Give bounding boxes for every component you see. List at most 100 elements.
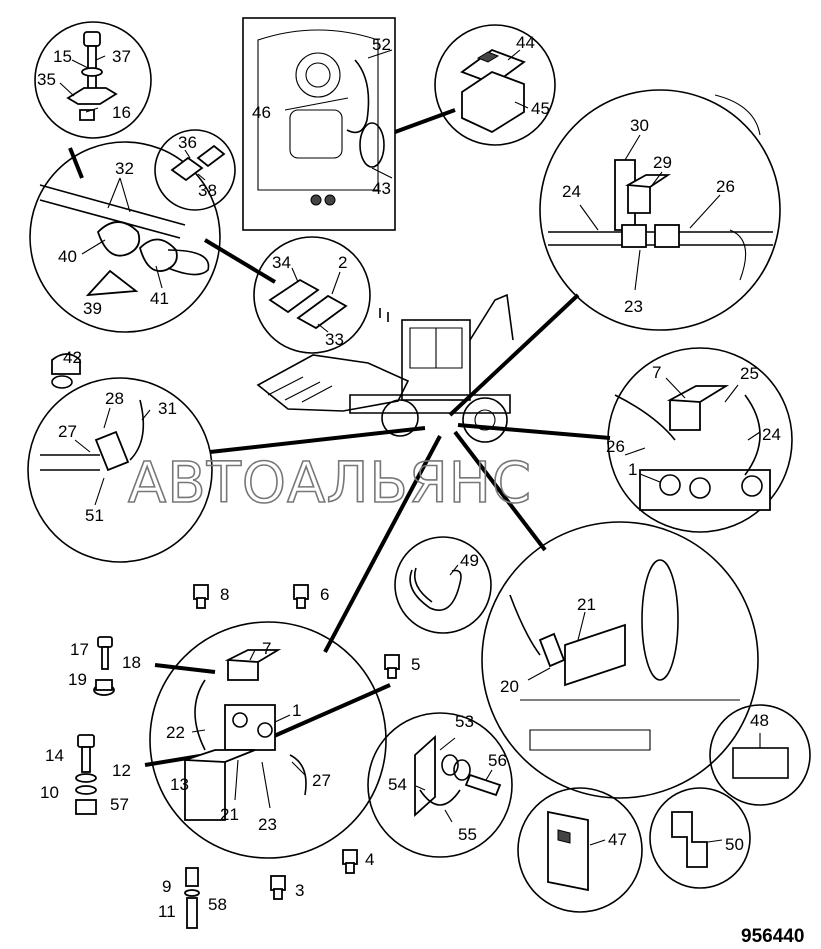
callout-54: 54 <box>388 775 407 794</box>
callout-27: 27 <box>58 422 77 441</box>
cab-interior-panel <box>242 17 396 231</box>
adapter-icon <box>170 156 204 182</box>
callout-1: 1 <box>628 460 637 479</box>
callout-35: 35 <box>37 70 56 89</box>
callout-12: 12 <box>112 761 131 780</box>
callout-2: 2 <box>338 253 347 272</box>
callout-7b: 7 <box>262 639 271 658</box>
callout-47: 47 <box>608 830 627 849</box>
callout-58: 58 <box>208 895 227 914</box>
callout-14: 14 <box>45 746 64 765</box>
mounting-bracket-detail <box>649 787 751 889</box>
callout-7: 7 <box>652 363 661 382</box>
leader-lines <box>68 108 611 767</box>
hose-icon <box>96 221 141 257</box>
callout-49: 49 <box>460 551 479 570</box>
switch-detail <box>434 24 556 146</box>
nut-icon <box>75 799 97 815</box>
callout-41: 41 <box>150 289 169 308</box>
callout-45: 45 <box>531 99 550 118</box>
adapter-icon <box>293 584 309 609</box>
callout-57: 57 <box>110 795 129 814</box>
callout-44: 44 <box>516 33 535 52</box>
callout-24b: 24 <box>762 425 781 444</box>
callout-50: 50 <box>725 835 744 854</box>
callout-26b: 26 <box>606 437 625 456</box>
callout-46: 46 <box>252 103 271 122</box>
callout-21b: 21 <box>220 805 239 824</box>
washer-icon <box>184 889 200 897</box>
callout-19: 19 <box>68 670 87 689</box>
callout-28: 28 <box>105 389 124 408</box>
callout-27b: 27 <box>312 771 331 790</box>
hose-adapter-detail <box>27 353 213 563</box>
bolt-icon <box>83 31 101 95</box>
adapter-icon <box>384 654 400 679</box>
callout-37: 37 <box>112 47 131 66</box>
watermark: АВТОАЛЬЯНС <box>128 451 532 516</box>
callout-55: 55 <box>458 825 477 844</box>
callout-48: 48 <box>750 711 769 730</box>
washer-icon <box>441 754 459 776</box>
callout-9: 9 <box>162 877 171 896</box>
callout-8: 8 <box>220 585 229 604</box>
callout-32: 32 <box>115 159 134 178</box>
bracket-clamp-detail <box>367 712 513 858</box>
adapter-icon <box>342 849 358 874</box>
clamp-icon <box>66 87 118 105</box>
callout-13: 13 <box>170 775 189 794</box>
callout-53: 53 <box>455 712 474 731</box>
spacer-detail <box>184 867 200 929</box>
callout-38: 38 <box>198 181 217 200</box>
callout-3: 3 <box>295 881 304 900</box>
cable-tie-icon <box>409 569 462 611</box>
callout-labels: 15 37 35 16 36 38 32 40 39 41 34 2 33 52… <box>37 33 781 921</box>
adapter-icon <box>51 353 81 375</box>
callout-23: 23 <box>624 297 643 316</box>
callout-4: 4 <box>365 850 374 869</box>
callout-18: 18 <box>122 653 141 672</box>
adapter-detail-36 <box>154 129 236 211</box>
callout-36: 36 <box>178 133 197 152</box>
hose-fitting-detail <box>481 521 759 799</box>
bolt-detail-14 <box>75 734 97 815</box>
callout-17: 17 <box>70 640 89 659</box>
bolt-icon <box>464 773 502 797</box>
adapter-icon <box>193 584 209 609</box>
callout-52: 52 <box>372 35 391 54</box>
callout-26: 26 <box>716 177 735 196</box>
adapter-icon <box>268 278 320 314</box>
bolt-clamp-detail <box>34 21 152 139</box>
backhoe-loader-icon <box>256 293 514 443</box>
callout-1b: 1 <box>292 701 301 720</box>
hose-clamp-detail <box>29 141 221 333</box>
callout-30: 30 <box>630 116 649 135</box>
callout-39: 39 <box>83 299 102 318</box>
callout-20: 20 <box>500 677 519 696</box>
manual-detail <box>517 787 643 913</box>
manual-booklet-icon <box>547 810 589 892</box>
clamp-icon <box>85 269 139 297</box>
callout-16: 16 <box>112 103 131 122</box>
callout-42: 42 <box>63 348 82 367</box>
callout-15: 15 <box>53 47 72 66</box>
valve-assembly-detail <box>149 621 387 859</box>
callout-56: 56 <box>488 751 507 770</box>
callout-6: 6 <box>320 585 329 604</box>
adapter-detail-34 <box>253 236 371 354</box>
adapter-icon <box>270 875 286 900</box>
cable-tie-detail <box>394 536 492 634</box>
bolt-detail-17 <box>93 636 115 696</box>
label-detail <box>709 704 811 806</box>
valve-block-icon <box>666 385 730 431</box>
callout-31: 31 <box>158 399 177 418</box>
callout-34: 34 <box>272 253 291 272</box>
callout-10: 10 <box>40 783 59 802</box>
figure-code: 956440 <box>741 926 804 947</box>
valve-block-icon <box>224 649 282 681</box>
nut-icon <box>95 679 113 691</box>
valve-block-detail <box>607 347 793 533</box>
callout-11: 11 <box>158 902 176 921</box>
callout-21: 21 <box>577 595 596 614</box>
